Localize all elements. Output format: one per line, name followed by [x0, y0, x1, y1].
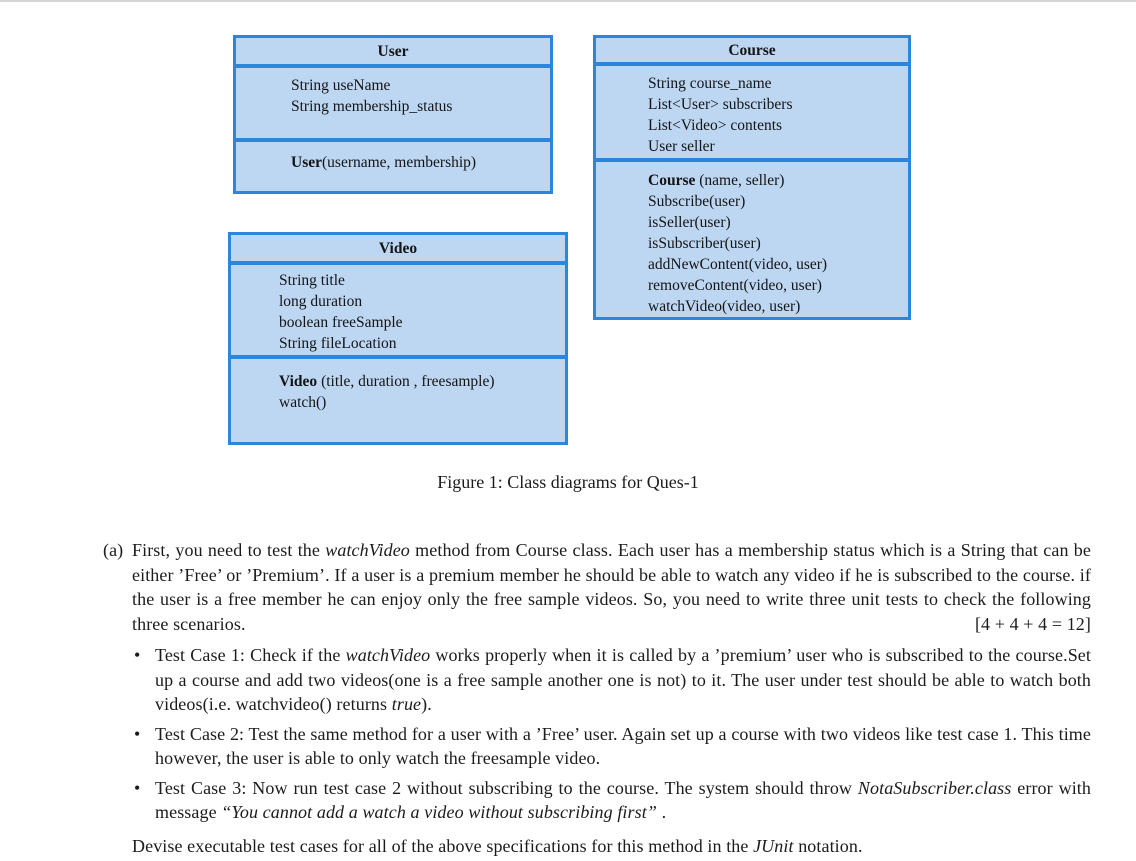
test-case-1: • Test Case 1: Check if the watchVideo w…: [132, 643, 1091, 717]
bullet-icon: •: [134, 645, 141, 665]
question-item-label: (a): [103, 540, 124, 560]
uml-field-line: String course_name: [648, 75, 772, 92]
uml-field-line: User seller: [648, 138, 715, 155]
uml-field-line: String fileLocation: [279, 335, 397, 352]
uml-method-line: watch(): [279, 394, 327, 411]
uml-method-line: User(username, membership): [291, 154, 477, 171]
uml-field-line: boolean freeSample: [279, 314, 403, 331]
uml-method-line: isSeller(user): [648, 214, 731, 231]
uml-class-video-fields: String title long duration boolean freeSam…: [231, 261, 565, 355]
test-case-2: • Test Case 2: Test the same method for …: [132, 722, 1091, 771]
uml-class-course-title: Course: [728, 42, 776, 59]
uml-class-course-methods: Course (name, seller) Subscribe(user) isSe…: [596, 158, 908, 317]
question-paragraph-text: First, you need to test the watchVideo m…: [132, 540, 1091, 634]
uml-method-line: Video (title, duration , freesample): [279, 373, 495, 390]
uml-method-line: addNewContent(video, user): [648, 256, 828, 273]
uml-class-user-methods: User(username, membership): [236, 138, 550, 191]
uml-class-video-methods: Video (title, duration , freesample) watc…: [231, 355, 565, 442]
uml-method-line: watchVideo(video, user): [648, 298, 801, 315]
closing-sentence: Devise executable test cases for all of …: [132, 835, 863, 856]
uml-method-line: Subscribe(user): [648, 193, 746, 210]
uml-method-line: Course (name, seller): [648, 172, 785, 189]
question-item-a: (a) First, you need to test the watchVid…: [103, 538, 1091, 636]
uml-field-line: List<Video> contents: [648, 117, 783, 134]
uml-class-video: Video String title long duration boolean f…: [228, 232, 568, 445]
uml-method-line: isSubscriber(user): [648, 235, 761, 252]
test-case-list: • Test Case 1: Check if the watchVideo w…: [132, 643, 1091, 825]
bullet-icon: •: [134, 723, 141, 744]
uml-method-line: removeContent(video, user): [648, 277, 822, 294]
figure-caption: Figure 1: Class diagrams for Ques-1: [437, 472, 699, 492]
uml-class-video-title: Video: [378, 240, 418, 257]
uml-field-line: String membership_status: [291, 98, 453, 115]
uml-class-user-title: User: [377, 43, 409, 60]
uml-field-line: String title: [279, 272, 345, 289]
test-case-1-text: Test Case 1: Check if the watchVideo wor…: [155, 645, 1091, 714]
question-block: (a) First, you need to test the watchVid…: [103, 538, 1091, 858]
marks-badge: [4 + 4 + 4 = 12]: [974, 613, 1091, 634]
uml-field-line: long duration: [279, 293, 363, 310]
test-case-3-text: Test Case 3: Now run test case 2 without…: [155, 777, 1091, 823]
question-paragraph: First, you need to test the watchVideo m…: [132, 538, 1091, 636]
test-case-3: • Test Case 3: Now run test case 2 witho…: [132, 776, 1091, 825]
uml-field-line: String useName: [291, 77, 391, 94]
test-case-2-text: Test Case 2: Test the same method for a …: [155, 723, 1091, 769]
bullet-icon: •: [134, 777, 141, 798]
uml-field-line: List<User> subscribers: [648, 96, 793, 113]
